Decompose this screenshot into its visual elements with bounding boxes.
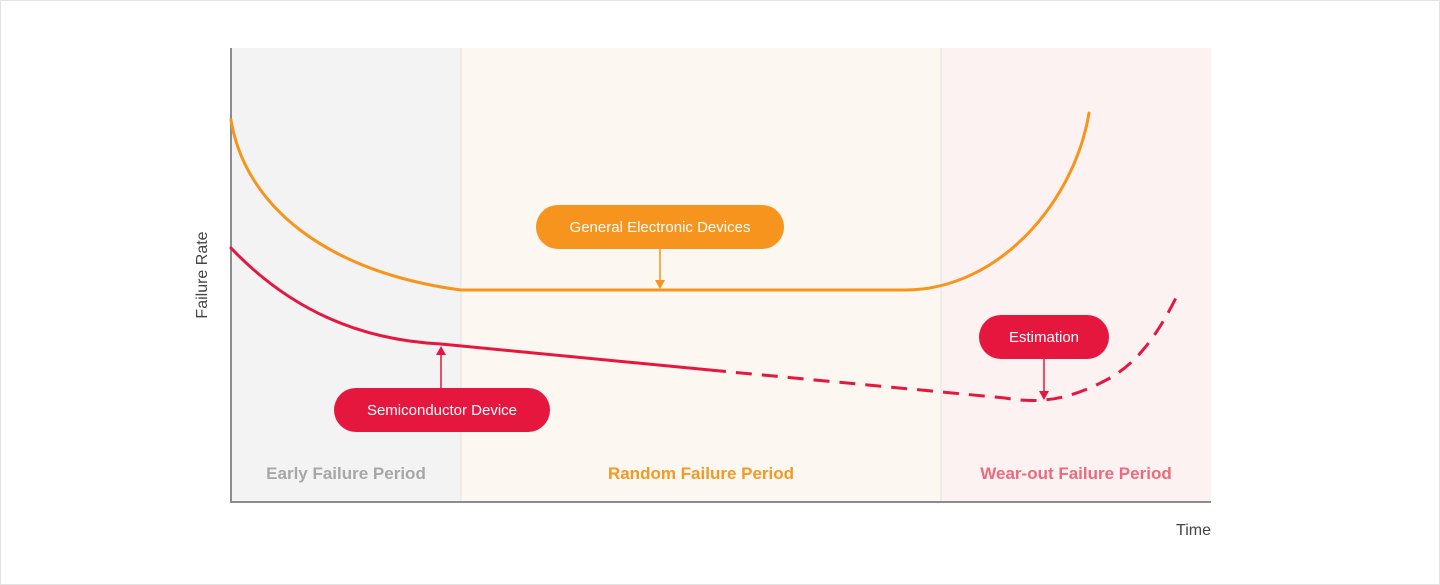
semiconductor-curve-solid [229, 246, 712, 372]
y-axis-label: Failure Rate [194, 231, 211, 318]
early-period-label: Early Failure Period [266, 464, 426, 483]
estimation-arrowhead [1039, 391, 1049, 400]
random-period-label: Random Failure Period [608, 464, 794, 483]
general-devices-arrowhead [655, 280, 665, 289]
semiconductor-arrowhead [436, 346, 446, 355]
semiconductor-callout: Semiconductor Device [334, 346, 550, 432]
estimation-label: Estimation [1009, 329, 1079, 346]
wearout-period-region [941, 48, 1211, 502]
x-axis-label: Time [1176, 522, 1211, 539]
general-devices-curve [229, 111, 1091, 292]
semiconductor-label: Semiconductor Device [367, 402, 517, 419]
general-devices-label: General Electronic Devices [570, 219, 751, 236]
semiconductor-curve-estimation [709, 289, 1182, 403]
random-period-region [461, 48, 941, 502]
wearout-period-label: Wear-out Failure Period [980, 464, 1171, 483]
general-devices-pill [536, 205, 784, 249]
estimation-pill [979, 315, 1109, 359]
semiconductor-pill [334, 388, 550, 432]
general-devices-callout: General Electronic Devices [536, 205, 784, 289]
estimation-callout: Estimation [979, 315, 1109, 400]
early-period-region [231, 48, 461, 502]
